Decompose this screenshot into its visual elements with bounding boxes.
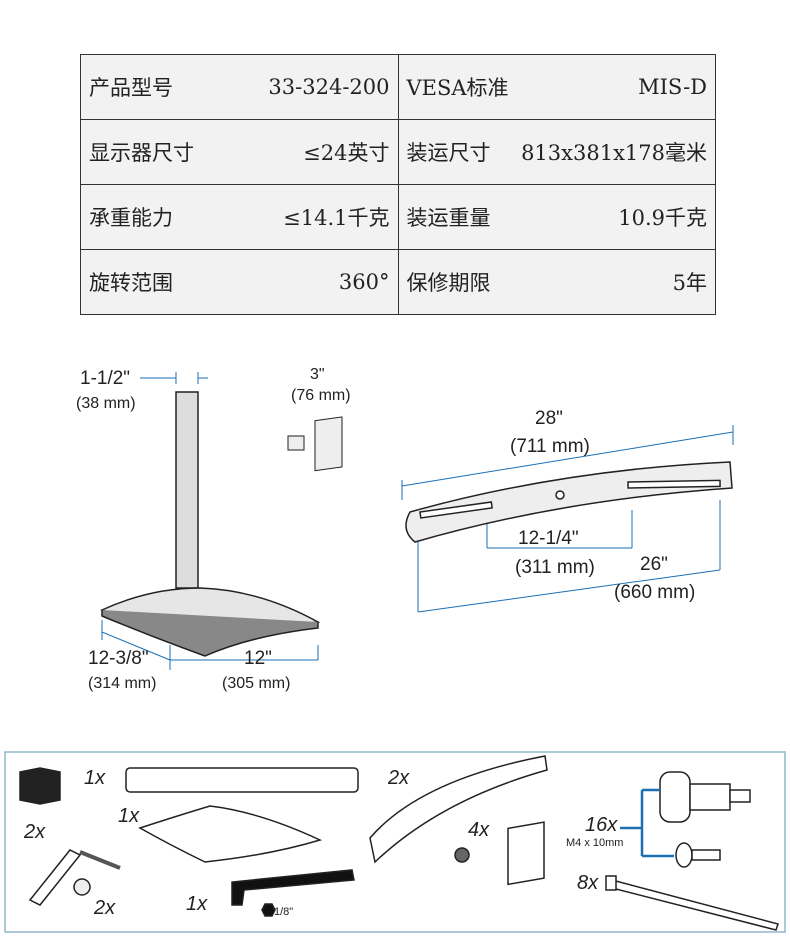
slot-outer-label: 26": [640, 554, 668, 575]
slot-inner-label: 12-1/4": [518, 528, 579, 549]
plate-qty: 4x: [468, 819, 490, 841]
vesa-plate-part: [507, 821, 545, 886]
pole-diameter-label: 1-1/2": [80, 368, 130, 389]
screw-qty: 16x: [585, 814, 618, 836]
base-depth-mm: (314 mm): [88, 675, 156, 692]
spec-row: 旋转范围 360° 保修期限 5年: [80, 249, 716, 315]
base-depth-label: 12-3/8": [88, 648, 149, 669]
spec-label: 装运重量: [406, 206, 491, 230]
spec-pair: 承重能力 ≤14.1千克: [89, 202, 390, 232]
spec-value: 813x381x178毫米: [521, 141, 707, 165]
washer-part: [73, 878, 91, 896]
slot-outer-mm: (660 mm): [614, 582, 695, 603]
spec-value: ≤14.1千克: [283, 206, 390, 230]
slot-inner-mm: (311 mm): [515, 557, 595, 578]
spec-table: 产品型号 33-324-200 VESA标准 MIS-D 显示器尺寸 ≤24英寸装运尺寸 8…: [80, 54, 716, 315]
spec-label: VESA标准: [406, 76, 509, 100]
spec-pair: 保修期限 5年: [407, 267, 708, 297]
lever-part: [28, 849, 82, 906]
spec-value: ≤24英寸: [303, 141, 390, 165]
spec-pair: VESA标准 MIS-D: [407, 72, 708, 102]
screw-size: M4 x 10mm: [566, 837, 623, 849]
spec-value: 10.9千克: [618, 206, 707, 230]
spec-pair: 产品型号 33-324-200: [89, 72, 390, 102]
screw-bracket: [620, 788, 674, 858]
dimension-lines: [101, 372, 734, 670]
box-qty: 1x: [84, 767, 106, 789]
spec-cell: 承重能力 ≤14.1千克: [80, 184, 399, 250]
wrench-qty: 1x: [186, 893, 208, 915]
spec-cell: 显示器尺寸 ≤24英寸: [80, 119, 399, 185]
spec-cell: 产品型号 33-324-200: [80, 54, 399, 120]
hex-icon: [261, 903, 276, 917]
spec-cell: 装运重量 10.9千克: [397, 184, 716, 250]
box-icon: [19, 767, 61, 805]
spec-value: 360°: [338, 270, 390, 294]
bar-length-label: 28": [535, 408, 563, 429]
lever-qty: 2x: [23, 821, 46, 843]
base-part: [138, 805, 323, 863]
spec-cell: 旋转范围 360°: [80, 249, 399, 315]
bar-qty: 2x: [387, 767, 410, 789]
washer-qty: 2x: [93, 897, 116, 919]
plate-size-mm: (76 mm): [291, 387, 351, 404]
spec-row: 承重能力 ≤14.1千克装运重量 10.9千克: [80, 184, 716, 250]
spec-value: 5年: [672, 271, 707, 295]
spec-label: 承重能力: [89, 206, 173, 230]
spec-cell: 装运尺寸 813x381x178毫米: [397, 119, 716, 185]
base-width-label: 12": [244, 648, 272, 669]
spec-row: 产品型号 33-324-200 VESA标准 MIS-D: [80, 54, 716, 120]
spec-label: 产品型号: [89, 76, 173, 100]
pole-diameter-mm: (38 mm): [76, 395, 136, 412]
base-width-mm: (305 mm): [222, 675, 290, 692]
hex-wrench-part: [231, 869, 355, 906]
screw-part: [675, 842, 693, 868]
tie-qty: 8x: [577, 872, 599, 894]
spec-value: 33-324-200: [268, 75, 390, 99]
spec-label: 装运尺寸: [406, 141, 491, 165]
spec-cell: 保修期限 5年: [397, 249, 716, 315]
spec-pair: 装运尺寸 813x381x178毫米: [407, 137, 708, 167]
spec-pair: 显示器尺寸 ≤24英寸: [89, 137, 390, 167]
spec-pair: 装运重量 10.9千克: [407, 202, 708, 232]
spec-cell: VESA标准 MIS-D: [397, 54, 716, 120]
stand-drawing: [100, 391, 321, 657]
knob-part: [659, 771, 691, 823]
vesa-plate-drawing: [287, 416, 343, 472]
crossbar-part: [369, 755, 548, 864]
spec-row: 显示器尺寸 ≤24英寸装运尺寸 813x381x178毫米: [80, 119, 716, 185]
spec-value: MIS-D: [638, 75, 707, 99]
spec-label: 旋转范围: [89, 271, 173, 295]
crossbar-drawing: [405, 461, 733, 543]
spec-pair: 旋转范围 360°: [89, 267, 390, 297]
bar-length-mm: (711 mm): [510, 436, 590, 457]
parts-included-panel: 1x 1x 2x 2x 1x 1/8" 2x 4x 16x M4 x 10mm …: [4, 751, 786, 933]
dimension-diagrams: 1-1/2" (38 mm) 3" (76 mm) 12-3/8" (314 m…: [76, 366, 734, 692]
base-qty: 1x: [118, 805, 140, 827]
spec-label: 显示器尺寸: [89, 141, 194, 165]
spec-label: 保修期限: [406, 271, 491, 295]
pole-part: [125, 767, 359, 793]
plate-size-label: 3": [310, 366, 325, 383]
wrench-size: 1/8": [274, 906, 293, 918]
